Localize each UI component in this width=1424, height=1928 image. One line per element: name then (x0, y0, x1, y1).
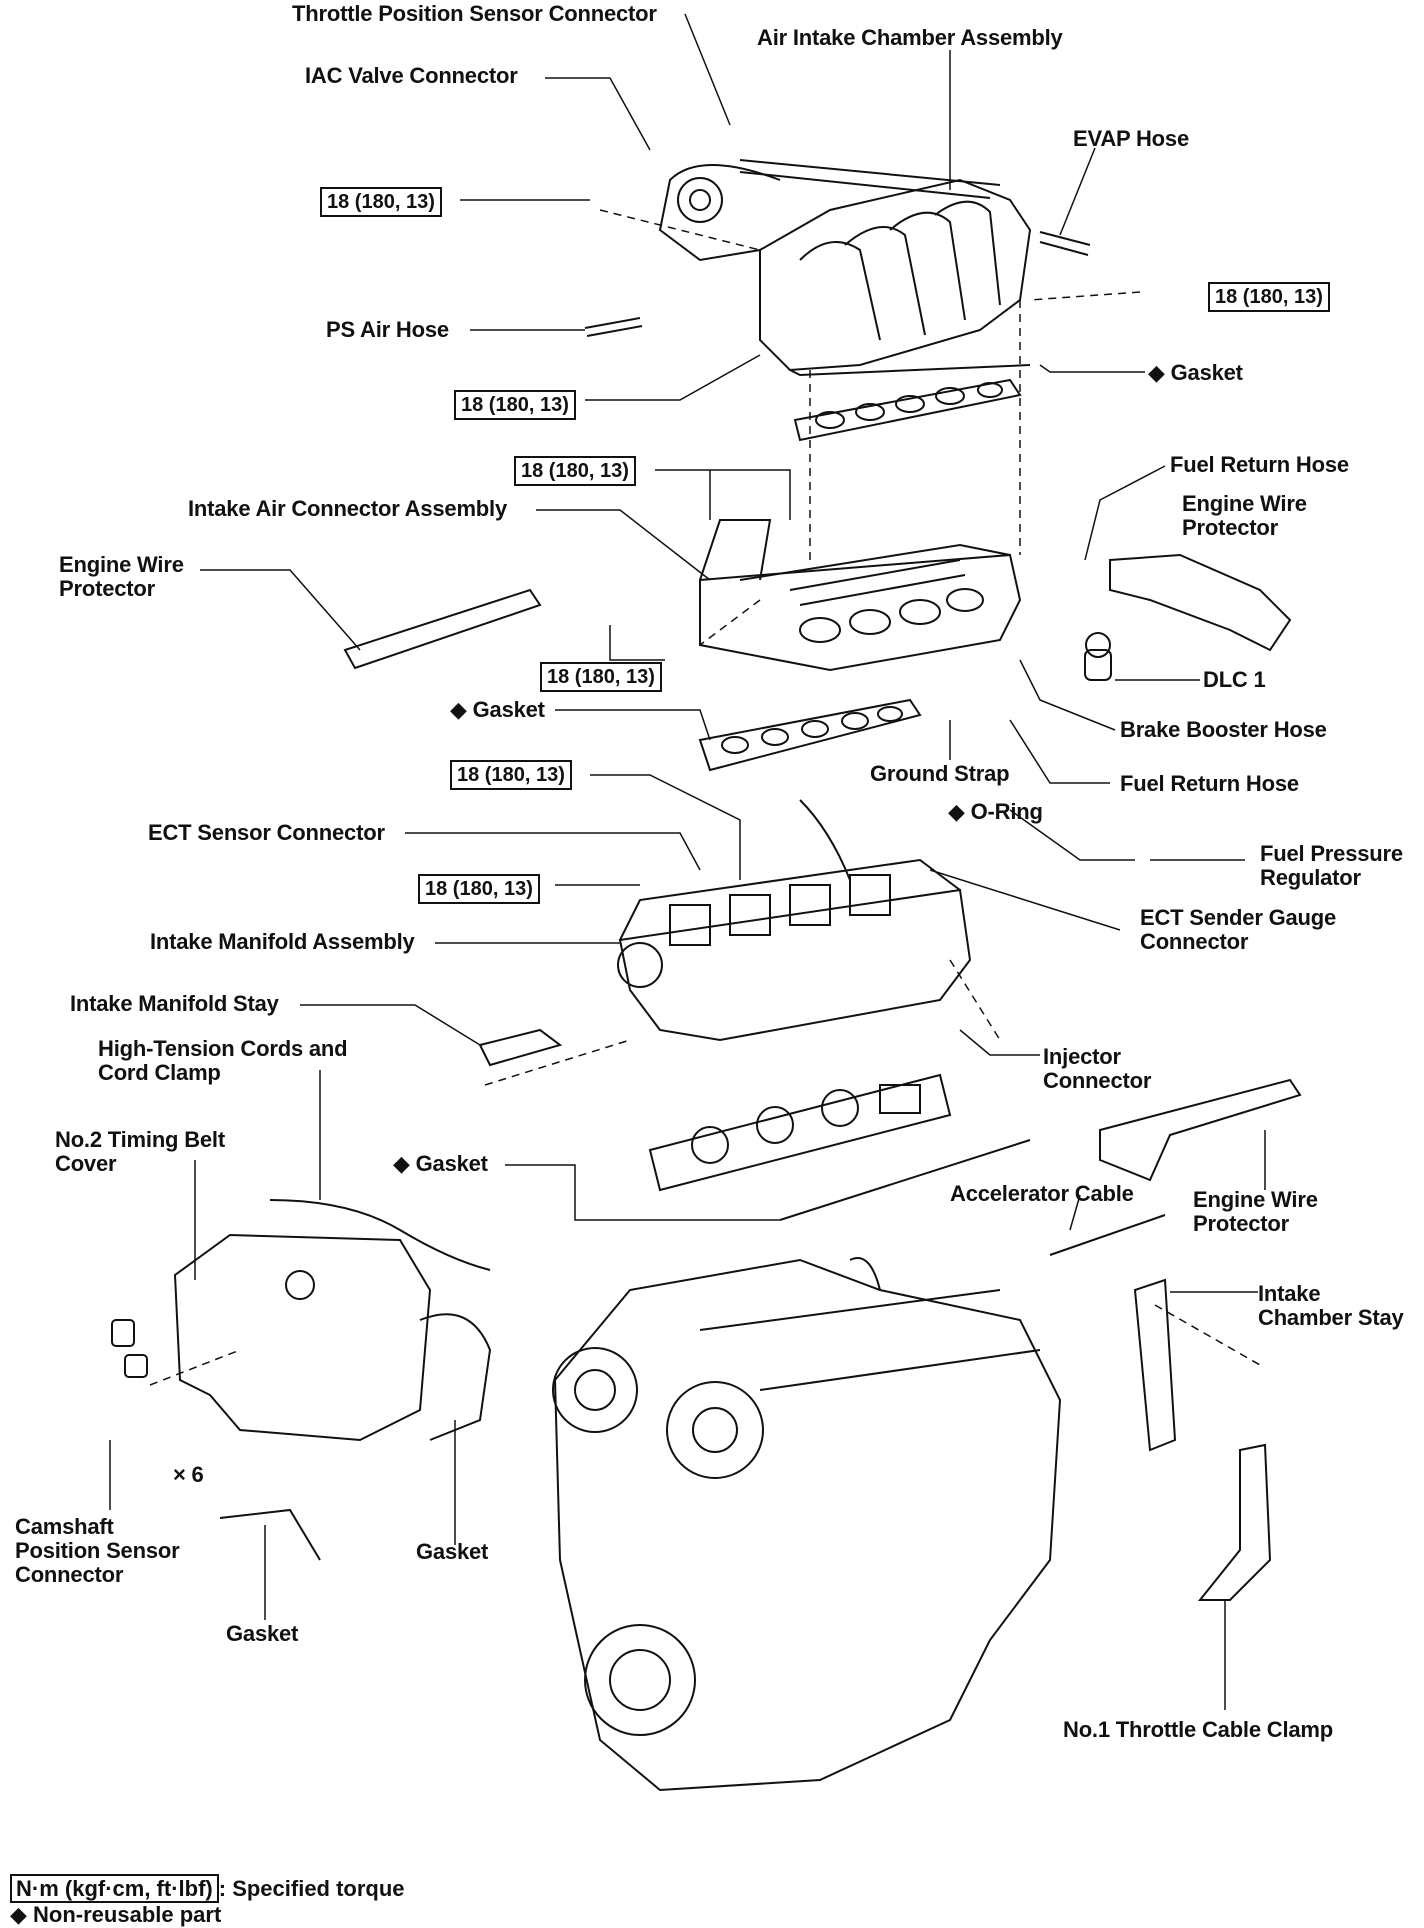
label-evap-hose: EVAP Hose (1073, 126, 1189, 151)
label-no1-throttle-cable-clamp: No.1 Throttle Cable Clamp (1063, 1717, 1334, 1742)
label-intake-manifold-assembly: Intake Manifold Assembly (150, 929, 415, 954)
label-engine-wire-protector-left: Engine Wire Protector (59, 552, 184, 601)
torque-spec-6: 18 (180, 13) (450, 760, 572, 790)
engine-wire-protector-left-drawing (343, 588, 542, 670)
label-gasket-top: ◆ Gasket (1148, 360, 1243, 385)
label-fuel-return-hose-top: Fuel Return Hose (1170, 452, 1349, 477)
small-gasket-drawing (219, 1508, 321, 1561)
label-throttle-position-sensor-connector: Throttle Position Sensor Connector (292, 1, 657, 26)
camshaft-sensor-connector-drawing (111, 1319, 148, 1378)
engine-wire-protector-lower-drawing (1099, 1078, 1302, 1182)
intake-manifold-drawing (617, 799, 972, 1042)
gasket-mid-drawing (698, 698, 922, 772)
label-x6: × 6 (173, 1462, 204, 1487)
label-iac-valve-connector: IAC Valve Connector (305, 63, 518, 88)
label-gasket-lower: ◆ Gasket (393, 1151, 488, 1176)
throttle-cable-clamp-drawing (1197, 1443, 1272, 1601)
label-camshaft-position-sensor-connector: Camshaft Position Sensor Connector (15, 1514, 180, 1587)
torque-spec-5: 18 (180, 13) (540, 662, 662, 692)
torque-spec-7: 18 (180, 13) (418, 874, 540, 904)
engine-block-drawing (552, 1257, 1062, 1792)
air-intake-chamber-drawing (658, 159, 1032, 377)
gasket-lower-holes (691, 1084, 921, 1164)
ps-air-hose-drawing (584, 317, 643, 337)
label-intake-air-connector-assembly: Intake Air Connector Assembly (188, 496, 507, 521)
label-engine-wire-protector-right: Engine Wire Protector (1182, 491, 1307, 540)
timing-belt-cover-drawing (173, 1233, 432, 1442)
label-accelerator-cable: Accelerator Cable (950, 1181, 1134, 1206)
dlc1-drawing (1084, 632, 1112, 681)
label-ground-strap: Ground Strap (870, 761, 1010, 786)
label-ect-sender-gauge-connector: ECT Sender Gauge Connector (1140, 905, 1337, 954)
intake-air-connector-drawing (699, 519, 1022, 672)
alignment-dashes (149, 209, 1261, 1386)
label-fuel-return-hose-bottom: Fuel Return Hose (1120, 771, 1299, 796)
legend-non-reusable: ◆ Non-reusable part (10, 1902, 222, 1927)
label-no2-timing-belt-cover: No.2 Timing Belt Cover (55, 1127, 225, 1176)
label-dlc1: DLC 1 (1203, 667, 1266, 692)
torque-spec-2: 18 (180, 13) (1208, 282, 1330, 312)
evap-hose-drawing (1039, 231, 1091, 256)
label-intake-manifold-stay: Intake Manifold Stay (70, 991, 279, 1016)
torque-spec-3: 18 (180, 13) (454, 390, 576, 420)
label-gasket-small: Gasket (226, 1621, 299, 1646)
legend-unit-box: N·m (kgf·cm, ft·lbf) (10, 1874, 219, 1903)
intake-chamber-stay-drawing (1133, 1278, 1177, 1452)
gasket-lower-drawing (648, 1073, 952, 1192)
label-gasket-cover: Gasket (416, 1539, 489, 1564)
label-ps-air-hose: PS Air Hose (326, 317, 449, 342)
cover-gasket-drawing (419, 1313, 492, 1441)
gasket-top-holes (815, 382, 1003, 429)
leader-lines (109, 13, 1266, 1710)
legend-torque: N·m (kgf·cm, ft·lbf): Specified torque (10, 1874, 405, 1903)
accelerator-cable-drawing (779, 1139, 1166, 1256)
label-gasket-mid: ◆ Gasket (450, 697, 545, 722)
label-o-ring: ◆ O-Ring (948, 799, 1043, 824)
label-ect-sensor-connector: ECT Sensor Connector (148, 820, 385, 845)
high-tension-cords-drawing (269, 1199, 491, 1271)
label-fuel-pressure-regulator: Fuel Pressure Regulator (1260, 841, 1403, 890)
label-engine-wire-protector-lower: Engine Wire Protector (1193, 1187, 1318, 1236)
label-brake-booster-hose: Brake Booster Hose (1120, 717, 1327, 742)
intake-manifold-stay-drawing (478, 1028, 563, 1067)
engine-wire-protector-upper-drawing (1109, 553, 1292, 652)
legend-specified-text: : Specified torque (218, 1876, 405, 1901)
label-intake-chamber-stay: Intake Chamber Stay (1258, 1281, 1404, 1330)
label-air-intake-chamber-assembly: Air Intake Chamber Assembly (757, 25, 1063, 50)
gasket-mid-holes (721, 706, 903, 754)
label-injector-connector: Injector Connector (1043, 1044, 1152, 1093)
label-high-tension-cords: High-Tension Cords and Cord Clamp (98, 1036, 348, 1085)
torque-spec-4: 18 (180, 13) (514, 456, 636, 486)
torque-spec-1: 18 (180, 13) (320, 187, 442, 217)
gasket-top-drawing (793, 378, 1022, 442)
